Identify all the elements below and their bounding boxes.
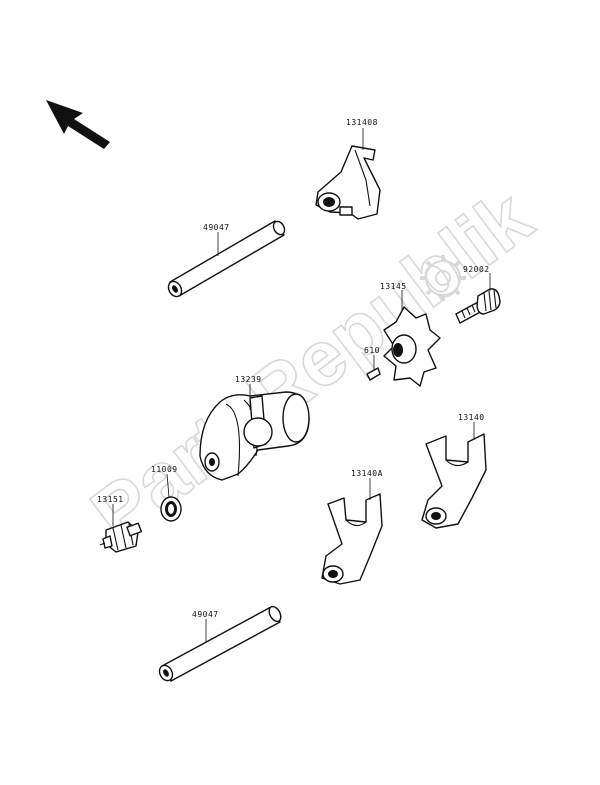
watermark-text: PartsRepublik [75,172,547,558]
part-11009 [160,473,182,522]
part-13145 [383,290,441,387]
arrow-up-left-icon [46,100,110,149]
part-13140B [315,128,381,220]
label-13151: 13151 [97,495,124,504]
label-49047-lower: 49047 [192,610,219,619]
part-13239 [199,384,310,481]
label-13140: 13140 [458,413,485,422]
label-49047-upper: 49047 [203,223,230,232]
label-13239: 13239 [235,375,262,384]
part-92002 [455,273,501,324]
gear-icon [420,255,466,301]
label-13140B: 131408 [346,118,378,127]
label-11009: 11009 [151,465,178,474]
label-13145: 13145 [380,282,407,291]
part-610 [366,355,381,381]
watermark: PartsRepublik [74,171,548,559]
label-610: 610 [364,346,380,355]
label-13140A: 13140A [351,469,383,478]
part-13151 [99,504,143,553]
part-49047-lower [158,605,282,682]
part-49047-upper [167,220,286,298]
part-13140A [321,478,383,585]
part-13140 [421,422,487,529]
label-92002: 92002 [463,265,490,274]
